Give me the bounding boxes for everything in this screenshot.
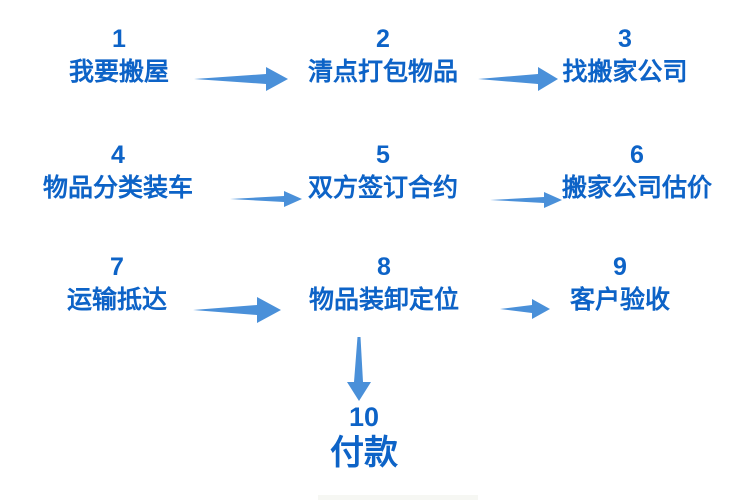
flow-step-4: 4 物品分类装车 (18, 140, 218, 204)
step-number: 5 (376, 141, 390, 169)
arrow-step8-to-step9-icon (500, 299, 550, 319)
flow-step-5: 5 双方签订合约 (283, 140, 483, 204)
step-label: 客户验收 (569, 286, 670, 314)
step-number: 4 (111, 141, 125, 169)
flow-step-2: 2 清点打包物品 (283, 24, 483, 88)
arrow-step4-to-step5-icon (230, 191, 302, 207)
step-number: 8 (377, 253, 391, 281)
step-label: 物品分类装车 (42, 174, 193, 202)
step-number: 1 (112, 25, 126, 53)
step-label: 搬家公司估价 (561, 174, 712, 202)
arrow-step5-to-step6-icon (490, 192, 562, 208)
step-label: 我要搬屋 (68, 58, 169, 86)
flow-step-7: 7 运输抵达 (17, 252, 217, 316)
cutoff-bottom-artifact (318, 495, 478, 500)
step-number: 6 (630, 141, 644, 169)
arrow-step7-to-step8-icon (193, 297, 281, 323)
step-number: 7 (110, 253, 124, 281)
step-number: 3 (618, 25, 632, 53)
step-number: 9 (613, 253, 627, 281)
step-label: 双方签订合约 (307, 174, 458, 202)
flow-step-9: 9 客户验收 (520, 252, 720, 316)
step-number: 2 (376, 25, 390, 53)
flow-step-8: 8 物品装卸定位 (284, 252, 484, 316)
flow-step-10: 10 付款 (264, 402, 464, 472)
arrow-step1-to-step2-icon (194, 67, 288, 91)
step-label: 找搬家公司 (562, 58, 688, 86)
step-label: 运输抵达 (66, 286, 167, 314)
flow-step-1: 1 我要搬屋 (19, 24, 219, 88)
step-label: 付款 (330, 434, 398, 472)
arrow-step8-to-step10-icon (347, 337, 371, 401)
flow-step-3: 3 找搬家公司 (525, 24, 725, 88)
step-number: 10 (348, 402, 380, 432)
step-label: 清点打包物品 (307, 58, 458, 86)
flow-step-6: 6 搬家公司估价 (537, 140, 737, 204)
arrow-step2-to-step3-icon (478, 67, 558, 91)
step-label: 物品装卸定位 (308, 286, 459, 314)
